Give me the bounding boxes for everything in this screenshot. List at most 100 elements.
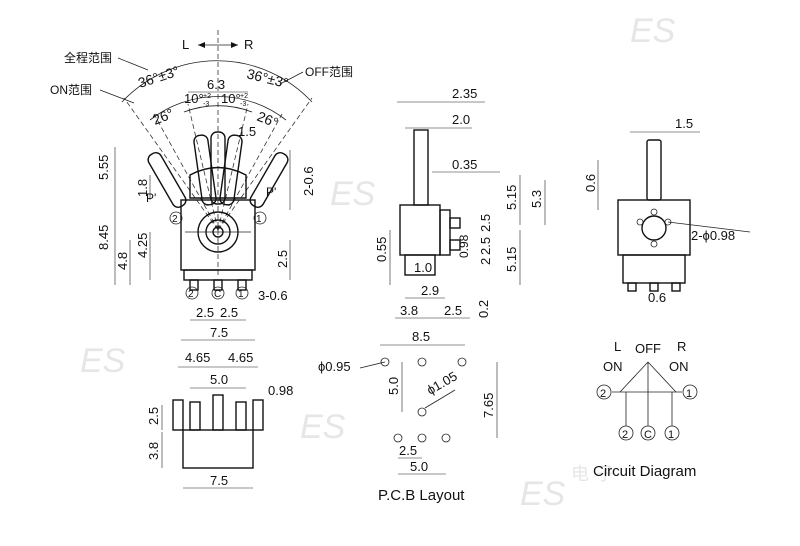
circuit-label-r: R bbox=[677, 339, 686, 354]
watermark-group: ES ES ES ES ES 电 子 bbox=[80, 12, 676, 513]
bottom-housing bbox=[182, 429, 254, 469]
back-hole bbox=[636, 218, 644, 226]
leader-line bbox=[359, 361, 386, 369]
bottom-view: 4.65 4.65 5.0 0.98 2.5 3.8 7.5 bbox=[146, 350, 293, 489]
circuit-pin-c: C bbox=[644, 429, 652, 441]
back-pin bbox=[649, 282, 659, 292]
circuit-diagram: L OFF R ON ON 2 1 2 C 1 Circuit Diagram bbox=[593, 339, 698, 480]
pin-2-leg bbox=[189, 279, 199, 291]
circuit-label-l: L bbox=[614, 339, 621, 354]
lever-line bbox=[153, 113, 219, 231]
pin-c-label: C bbox=[214, 289, 221, 300]
pin-marker-circle bbox=[185, 286, 199, 300]
bottom-pin bbox=[235, 401, 247, 431]
side-housing bbox=[399, 204, 441, 256]
dim-2-5: 2.5 bbox=[478, 214, 493, 232]
dim-5-0-v: 5.0 bbox=[386, 377, 401, 395]
leader-line bbox=[117, 57, 149, 71]
circuit-caption: Circuit Diagram bbox=[593, 463, 696, 480]
dim-8-5: 8.5 bbox=[412, 329, 430, 344]
dim-2-9: 2.9 bbox=[421, 283, 439, 298]
dim-7-65: 7.65 bbox=[481, 393, 496, 418]
dim-0-98: 0.98 bbox=[457, 234, 471, 258]
circuit-label-off: OFF bbox=[635, 341, 661, 356]
p-prime-left: P' bbox=[146, 191, 156, 205]
bottom-side-tab bbox=[252, 399, 264, 431]
off-tol-right-bot: -3 bbox=[240, 101, 246, 108]
off-tol-left-bot: -3 bbox=[203, 101, 209, 108]
watermark-logo: ES bbox=[300, 408, 346, 446]
pcb-hole bbox=[457, 357, 467, 367]
side-shaft bbox=[413, 129, 429, 206]
lever-line bbox=[187, 103, 219, 231]
hole-large-dim: ϕ1.05 bbox=[424, 368, 460, 397]
full-angle-right: 36°±3° bbox=[245, 65, 290, 91]
pin-height-dim: 2.5 bbox=[275, 250, 290, 268]
circuit-pin-circle bbox=[618, 425, 634, 441]
dim-2-0: 2.0 bbox=[452, 112, 470, 127]
dim-4-65-right: 4.65 bbox=[228, 350, 253, 365]
dim-1-0: 1.0 bbox=[414, 260, 432, 275]
pin-wire-dim: 3-0.6 bbox=[258, 288, 288, 303]
dim-2-5: 2.5 bbox=[146, 407, 161, 425]
back-rotor bbox=[641, 215, 667, 241]
pcb-hole bbox=[380, 357, 390, 367]
shaft-height-dim: 5.55 bbox=[96, 155, 111, 180]
dim-5-0: 5.0 bbox=[210, 372, 228, 387]
dim-5-15-b: 5.15 bbox=[504, 247, 519, 272]
leader-line bbox=[424, 389, 456, 409]
circuit-pin-2-top: 2 bbox=[600, 388, 606, 400]
pin-2-marker: 2 bbox=[172, 214, 178, 225]
bottom-pin bbox=[212, 394, 224, 431]
dim-0-6: 0.6 bbox=[583, 174, 598, 192]
dim-3-8: 3.8 bbox=[146, 442, 161, 460]
circuit-pin-circle bbox=[664, 425, 680, 441]
watermark-logo: ES bbox=[520, 475, 566, 513]
off-range-label: OFF范围 bbox=[305, 65, 353, 79]
circuit-pin-circle bbox=[682, 384, 698, 400]
knob-width-dim: 6.3 bbox=[207, 77, 225, 92]
pin-1-marker: 1 bbox=[256, 214, 262, 225]
p-height-dim: 1.8 bbox=[135, 179, 150, 197]
pin-c-leg bbox=[213, 279, 223, 291]
base-height-dim: 4.8 bbox=[115, 252, 130, 270]
pin-marker-circle bbox=[235, 286, 249, 300]
back-hole bbox=[650, 208, 658, 216]
dim-0-35: 0.35 bbox=[452, 157, 477, 172]
dim-5-0: 5.0 bbox=[410, 459, 428, 474]
hole-small-dim: ϕ0.95 bbox=[318, 359, 351, 374]
dim-0-6-b: 0.6 bbox=[648, 290, 666, 305]
dim-2-5: 2.5 bbox=[399, 443, 417, 458]
pcb-hole bbox=[393, 433, 403, 443]
leader-line bbox=[667, 221, 751, 233]
watermark-logo: ES bbox=[630, 12, 676, 50]
dim-2-35: 2.35 bbox=[452, 86, 477, 101]
pin-2-label: 2 bbox=[188, 289, 194, 300]
lever-line bbox=[217, 97, 313, 231]
dim-5-15-a: 5.15 bbox=[504, 185, 519, 210]
pin-1-label: 1 bbox=[238, 289, 244, 300]
dim-3-8: 3.8 bbox=[400, 303, 418, 318]
center-height-dim: 4.25 bbox=[135, 233, 150, 258]
pitch-right-dim: 2.5 bbox=[220, 305, 238, 320]
pin-marker-circle bbox=[211, 286, 225, 300]
back-hole bbox=[650, 240, 658, 248]
dim-2: 2 bbox=[478, 258, 493, 265]
pin-marker-circle bbox=[169, 211, 183, 225]
off-tol-left-top: +2 bbox=[203, 93, 211, 100]
watermark-logo: ES bbox=[80, 342, 126, 380]
body-width-dim: 7.5 bbox=[210, 325, 228, 340]
pin-1-leg bbox=[237, 279, 247, 291]
bottom-pin bbox=[189, 401, 201, 431]
p-prime-right: P' bbox=[266, 185, 276, 199]
lever-line bbox=[123, 97, 219, 231]
side-view: 2.35 2.0 0.35 5.15 5.3 0.98 2.5 2.5 2 5.… bbox=[374, 86, 546, 319]
circuit-pin-circle bbox=[596, 384, 612, 400]
pitch-left-dim: 2.5 bbox=[196, 305, 214, 320]
circuit-wire bbox=[619, 361, 649, 393]
circuit-pin-1-top: 1 bbox=[686, 388, 692, 400]
back-shaft bbox=[646, 139, 662, 201]
back-view: 1.5 0.6 2-ϕ0.98 0.6 bbox=[583, 116, 751, 305]
side-tab bbox=[439, 209, 451, 256]
